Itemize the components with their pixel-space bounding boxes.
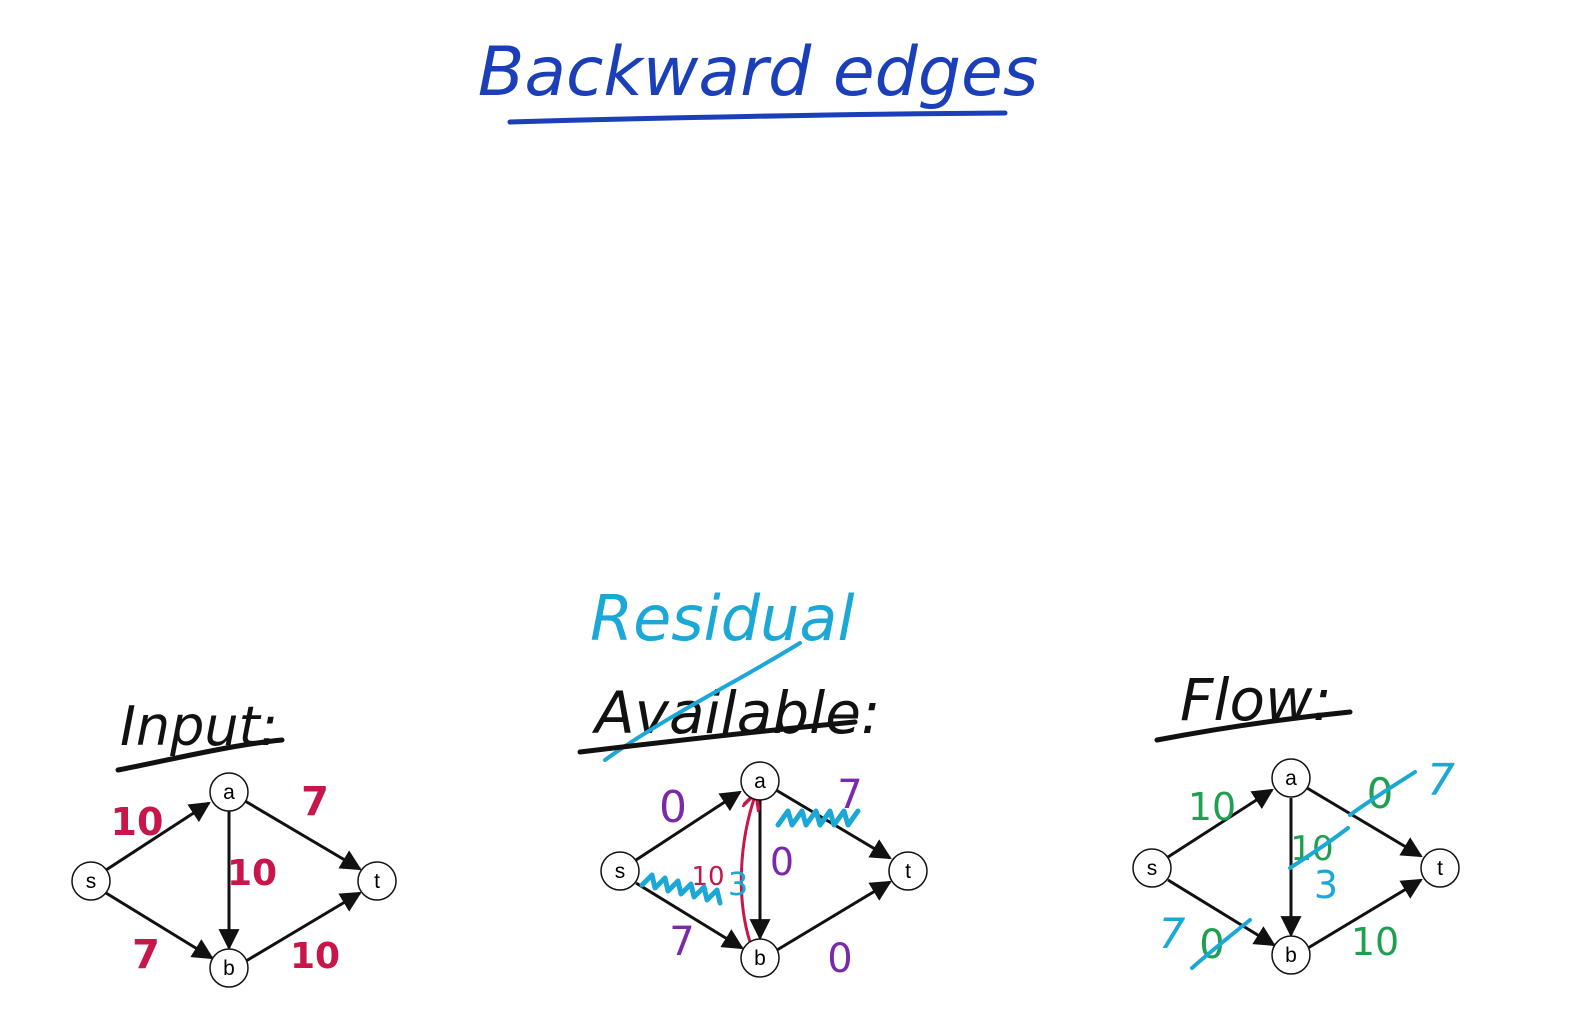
edge-a-t: [1306, 786, 1423, 858]
node-b: [740, 938, 780, 978]
backward-edge-b-a: [739, 796, 755, 949]
page-title: Backward edges: [478, 33, 1039, 112]
node-s: [1132, 848, 1172, 888]
flow-s-b-new: 7: [1159, 909, 1186, 958]
node-b-label: b: [1285, 944, 1297, 967]
edge-s-a: [1167, 788, 1274, 859]
node-t: [357, 861, 397, 901]
title-underline: [507, 110, 1008, 125]
node-s-label: s: [615, 860, 626, 883]
flow-s-a: 10: [1188, 785, 1236, 829]
residual-a-b: 0: [770, 840, 794, 884]
flow-graph: s a b t 10 0 7 10 3 7 0 10: [1132, 755, 1460, 975]
node-t-label: t: [374, 870, 380, 893]
node-s: [600, 851, 640, 891]
input-graph: s a b t 10 7 10 7 10: [71, 772, 397, 988]
edge-a-t: [244, 799, 362, 871]
edge-s-b: [105, 891, 214, 960]
capacity-b-t: 10: [290, 936, 340, 977]
node-a: [1271, 758, 1311, 798]
capacity-s-b: 7: [132, 932, 160, 978]
node-t: [888, 851, 928, 891]
edge-b-t: [776, 880, 892, 952]
residual-heading-underline: [577, 719, 858, 755]
input-heading-underline: [115, 737, 285, 773]
flow-a-b-new: 3: [1314, 863, 1338, 907]
scribble-a-t: [775, 808, 861, 828]
residual-s-b: 7: [669, 919, 694, 965]
node-t: [1420, 848, 1460, 888]
scribble-s-b: [639, 872, 723, 906]
node-s-label: s: [86, 870, 97, 893]
capacity-s-a: 10: [111, 800, 164, 844]
node-a: [209, 772, 249, 812]
node-s: [71, 861, 111, 901]
node-t-label: t: [905, 860, 911, 883]
edge-s-b: [1167, 878, 1276, 947]
edge-s-b: [635, 881, 744, 950]
flow-b-t: 10: [1351, 920, 1399, 964]
residual-b-a: 10: [691, 862, 724, 892]
residual-panel: Residual Available: s a b t 0 7 0 7 0 10: [577, 582, 928, 982]
strike-a-b: [1288, 826, 1350, 870]
residual-s-a: 0: [659, 782, 687, 833]
residual-b-a-updated: 3: [728, 865, 748, 903]
input-heading: Input:: [120, 695, 278, 758]
residual-graph: s a b t 0 7 0 7 0 10 3: [600, 761, 928, 982]
node-b-label: b: [223, 957, 235, 980]
flow-panel: Flow: s a b t 10 0 7 10 3 7 0: [1132, 666, 1460, 975]
node-b: [209, 948, 249, 988]
flow-heading-underline: [1154, 709, 1353, 743]
capacity-a-t: 7: [301, 779, 329, 825]
node-b: [1271, 935, 1311, 975]
strike-a-t: [1348, 770, 1417, 817]
node-a-label: a: [1285, 767, 1297, 790]
node-a-label: a: [754, 770, 766, 793]
node-a-label: a: [223, 781, 235, 804]
edge-s-a: [105, 801, 211, 872]
node-t-label: t: [1437, 857, 1443, 880]
strike-s-b: [1190, 918, 1252, 970]
node-a: [740, 761, 780, 801]
capacity-a-b: 10: [227, 853, 277, 894]
node-b-label: b: [754, 947, 766, 970]
residual-b-t: 0: [827, 936, 852, 982]
node-s-label: s: [1147, 857, 1158, 880]
input-panel: Input: s a b t 10 7 10 7 10: [71, 695, 397, 988]
edge-s-a: [635, 790, 742, 862]
flow-a-t-new: 7: [1427, 755, 1455, 806]
edge-b-t: [245, 891, 362, 963]
residual-heading-new: Residual: [590, 582, 855, 655]
edge-b-t: [1307, 878, 1423, 950]
residual-heading-struck: Available:: [591, 679, 880, 747]
